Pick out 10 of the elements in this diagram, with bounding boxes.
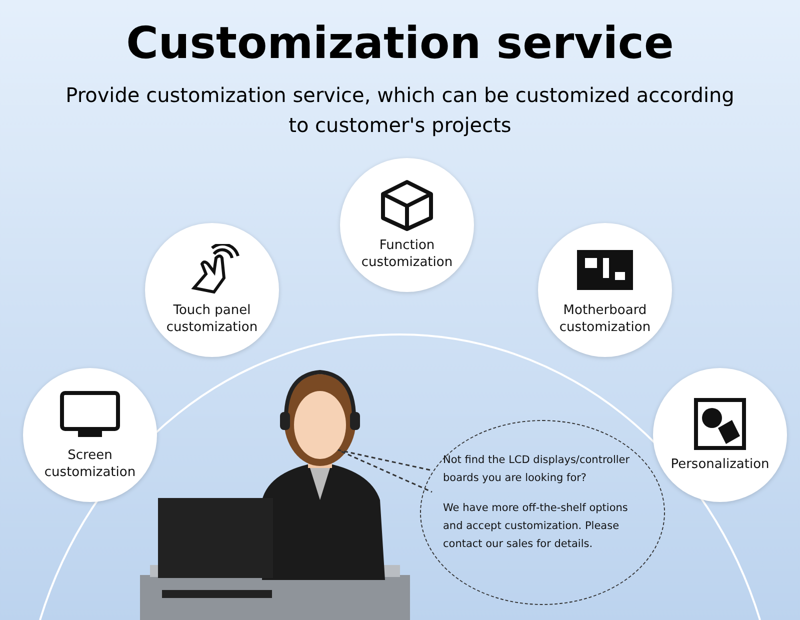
speech-bubble (420, 420, 665, 605)
service-label: Motherboard customization (558, 302, 652, 336)
service-label: Function customization (360, 237, 454, 271)
bubble-text: Not find the LCD displays/controller boards you are looking for? (443, 453, 631, 486)
service-label: Screen customization (43, 447, 137, 481)
subtitle: Provide customization service, which can be customized according to customer's projects (64, 82, 736, 139)
service-label: Touch panel customization (165, 302, 259, 336)
service-label: Personalization (670, 456, 770, 472)
bubble-text: We have more off-the-shelf options and accept customization. Please contact our sales for details. (443, 501, 629, 552)
title: Customization service (125, 18, 675, 69)
